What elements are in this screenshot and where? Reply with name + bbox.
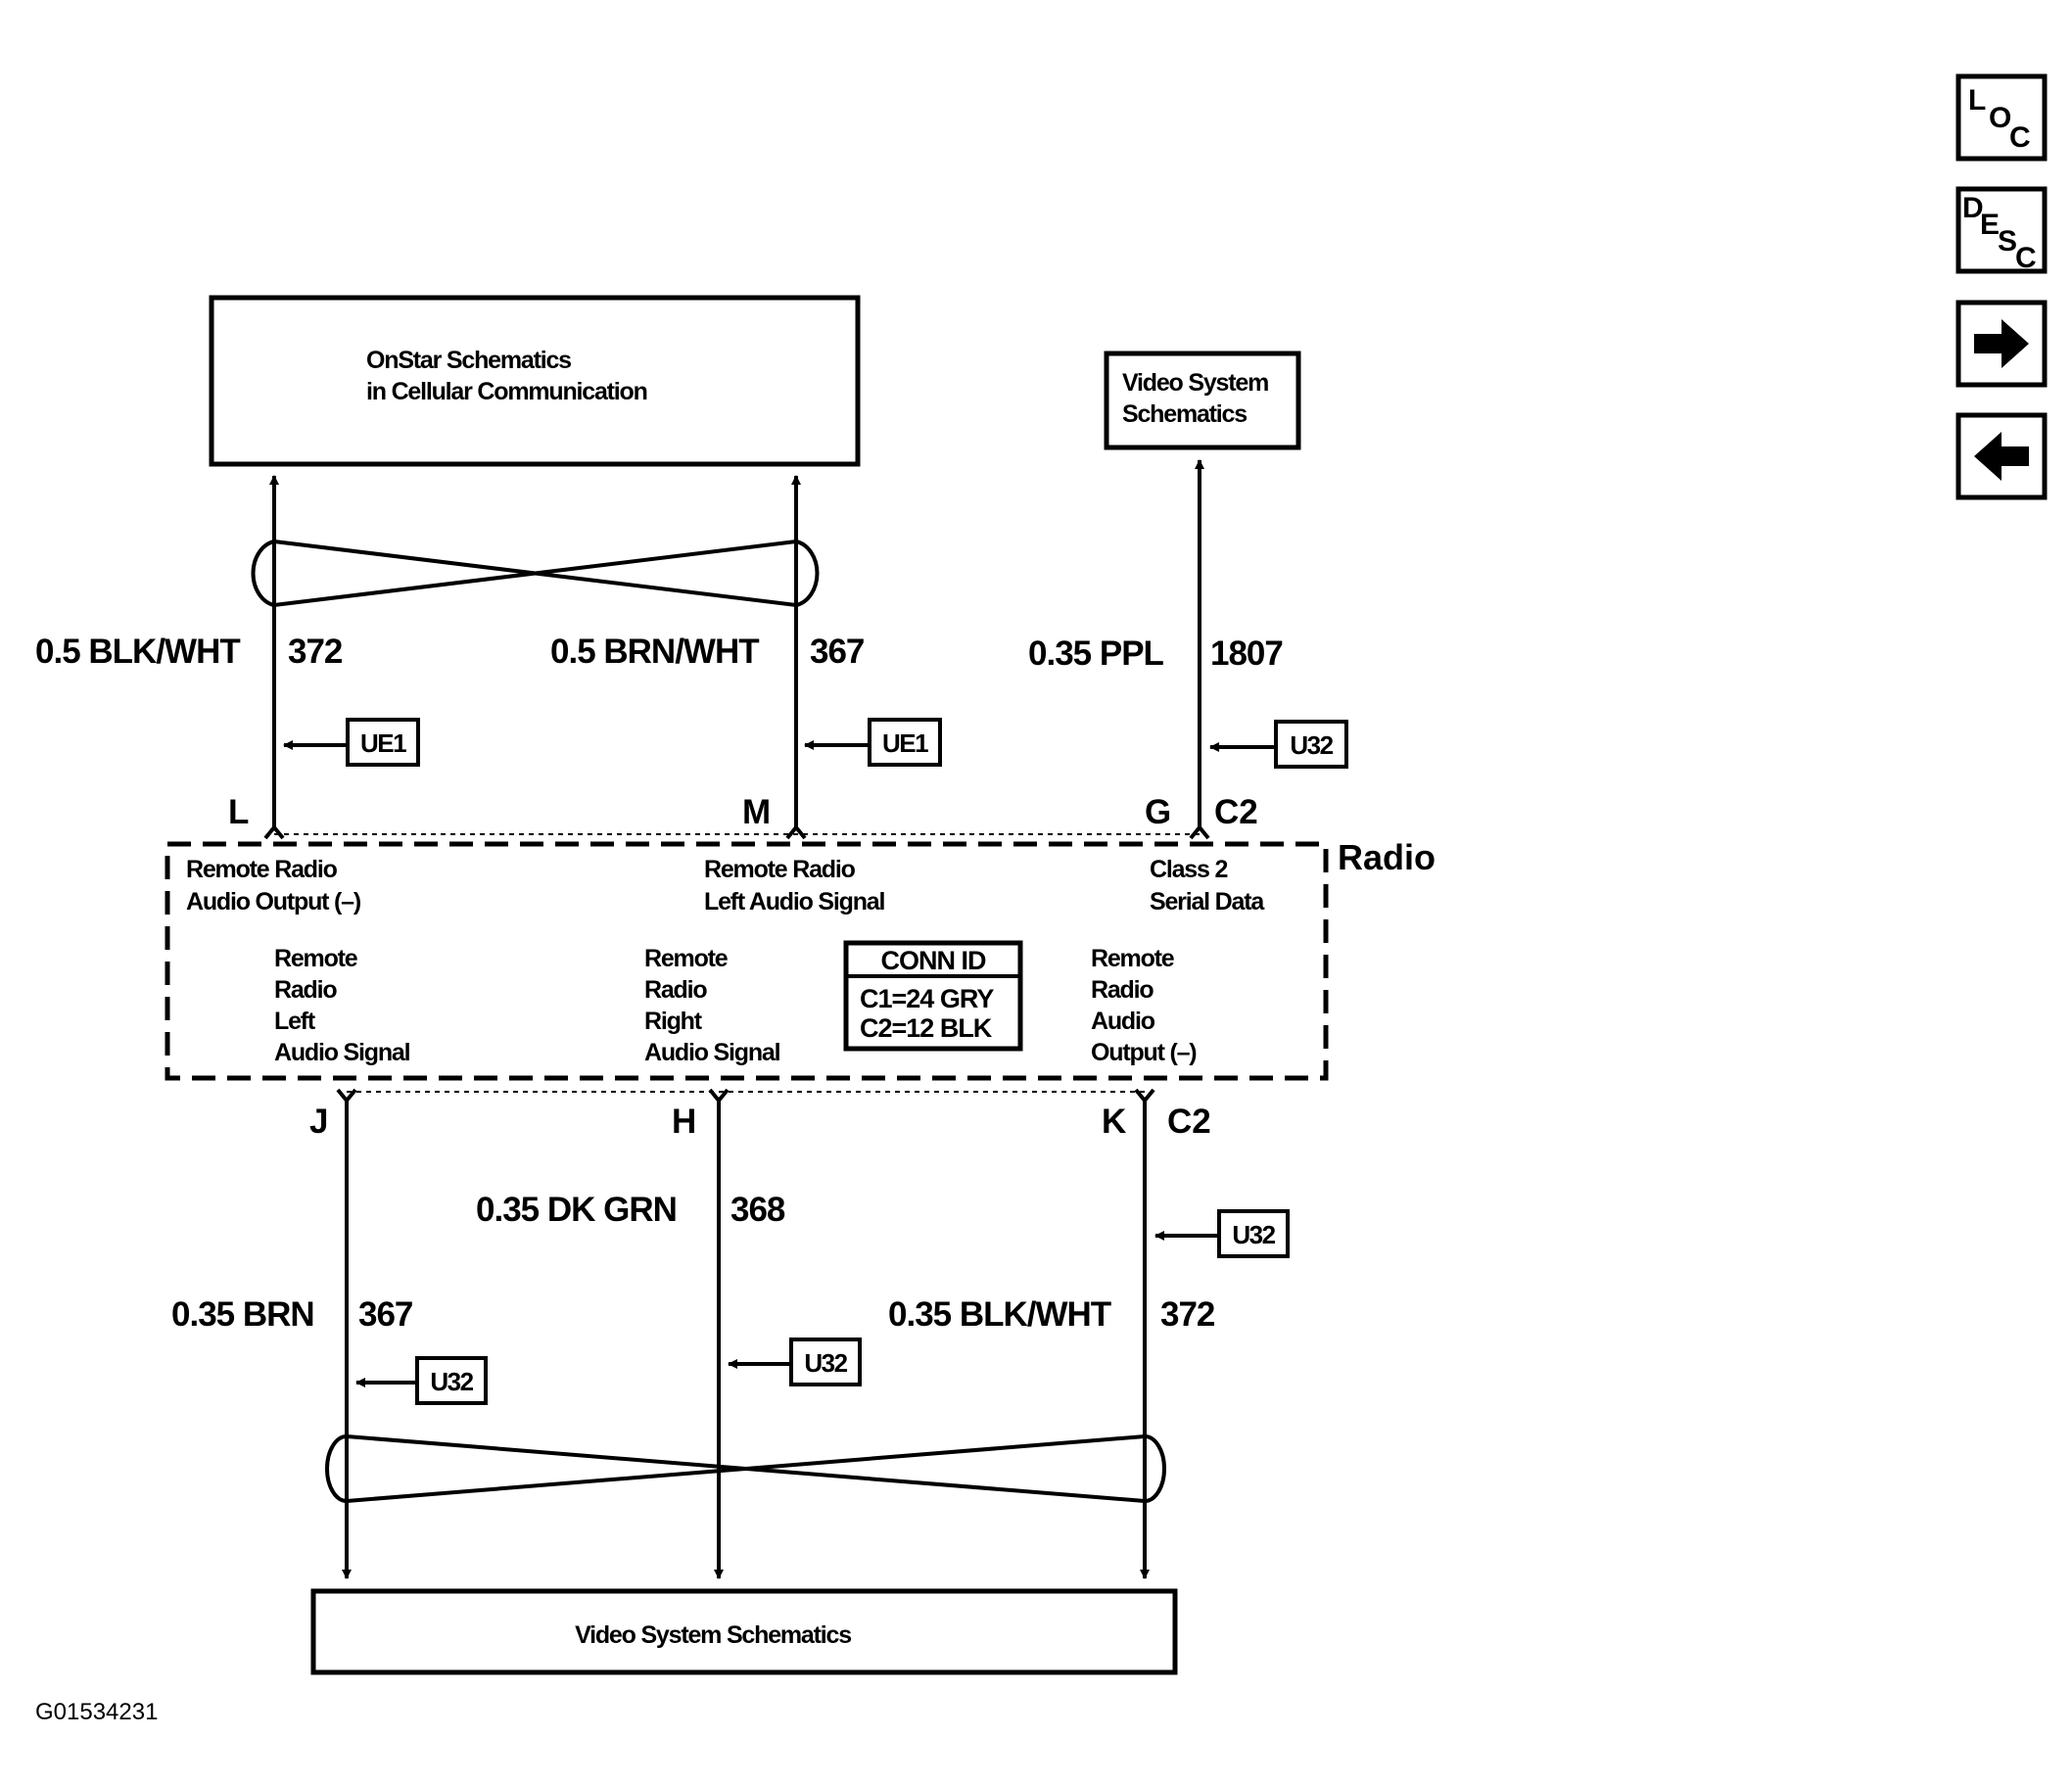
terminal-k-desc-4: Output (–) bbox=[1091, 1039, 1197, 1066]
terminal-k-desc-3: Audio bbox=[1091, 1008, 1155, 1035]
wire-372-top-gauge: 0.5 BLK/WHT bbox=[35, 633, 240, 671]
connector-c2-top: C2 bbox=[1214, 793, 1258, 831]
onstar-box: OnStar Schematics in Cellular Communicat… bbox=[209, 295, 861, 467]
terminal-h-desc-2: Radio bbox=[644, 976, 707, 1004]
right-arrow-icon bbox=[1974, 319, 2029, 368]
option-tag-u32-left-text: U32 bbox=[430, 1367, 473, 1396]
loc-letter-o: O bbox=[1989, 102, 2011, 134]
wire-367-bottom-gauge: 0.35 BRN bbox=[171, 1295, 314, 1334]
wire-1807-top-circuit: 1807 bbox=[1210, 634, 1283, 673]
option-tag-ue1-left-text: UE1 bbox=[360, 728, 406, 758]
option-tag-ue1-right-text: UE1 bbox=[882, 728, 928, 758]
prev-button[interactable] bbox=[1955, 412, 2048, 500]
terminal-j-desc-3: Left bbox=[274, 1008, 316, 1035]
option-tag-u32-left bbox=[415, 1356, 488, 1405]
pin-h: H bbox=[672, 1103, 696, 1141]
terminal-g bbox=[1189, 823, 1210, 840]
option-tag-ue1-right bbox=[868, 718, 942, 767]
video-box-top-line-1: Video System bbox=[1122, 369, 1268, 397]
desc-letter-c: C bbox=[2015, 242, 2037, 274]
conn-id-c2: C2=12 BLK bbox=[860, 1013, 993, 1043]
pin-m: M bbox=[742, 793, 771, 831]
loc-letter-c: C bbox=[2009, 121, 2031, 154]
next-button[interactable] bbox=[1955, 300, 2048, 388]
twisted-pair-top bbox=[251, 539, 820, 608]
loc-letter-l: L bbox=[1968, 84, 1986, 117]
terminal-m-desc-2: Left Audio Signal bbox=[704, 888, 884, 915]
desc-letter-e: E bbox=[1980, 209, 2000, 241]
top-wires bbox=[251, 459, 1210, 840]
option-tag-u32-top-text: U32 bbox=[1290, 730, 1333, 760]
pin-k: K bbox=[1102, 1103, 1126, 1141]
radio-label: Radio bbox=[1338, 837, 1436, 877]
twisted-pair-bottom bbox=[325, 1433, 1166, 1504]
terminal-k-desc-2: Radio bbox=[1091, 976, 1154, 1004]
terminal-k-desc-1: Remote bbox=[1091, 945, 1175, 972]
loc-button[interactable]: L O C bbox=[1955, 73, 2048, 162]
terminal-h-desc-4: Audio Signal bbox=[644, 1039, 780, 1066]
option-tag-u32-right-text: U32 bbox=[1232, 1220, 1275, 1249]
wire-372-bottom-circuit: 372 bbox=[1160, 1295, 1215, 1334]
option-tag-u32-right bbox=[1217, 1209, 1290, 1258]
terminal-g-desc-2: Serial Data bbox=[1150, 888, 1265, 915]
wire-372-top-circuit: 372 bbox=[288, 633, 343, 671]
video-system-box-top: Video System Schematics bbox=[1104, 351, 1301, 450]
connector-c2-bottom: C2 bbox=[1167, 1103, 1211, 1141]
wire-372-bottom-gauge: 0.35 BLK/WHT bbox=[888, 1295, 1111, 1334]
terminal-m bbox=[785, 823, 807, 840]
terminal-h-desc-3: Right bbox=[644, 1008, 703, 1035]
conn-id-title: CONN ID bbox=[881, 946, 987, 975]
video-box-top-line-2: Schematics bbox=[1122, 400, 1247, 428]
terminal-l-desc-2: Audio Output (–) bbox=[186, 888, 361, 915]
bottom-wires bbox=[325, 1088, 1166, 1579]
option-tag-u32-top bbox=[1274, 720, 1348, 769]
conn-id-table: CONN ID C1=24 GRY C2=12 BLK bbox=[843, 940, 1023, 1052]
terminal-j-desc-4: Audio Signal bbox=[274, 1039, 410, 1066]
video-system-box-bottom: Video System Schematics bbox=[310, 1588, 1178, 1675]
option-tags-bottom: U32 U32 U32 bbox=[355, 1209, 1290, 1405]
desc-letter-d: D bbox=[1962, 192, 1984, 224]
onstar-box-line-1: OnStar Schematics bbox=[366, 347, 571, 374]
desc-button[interactable]: D E S C bbox=[1955, 186, 2048, 274]
terminal-j-desc-2: Radio bbox=[274, 976, 337, 1004]
terminal-m-desc-1: Remote Radio bbox=[704, 856, 856, 883]
option-tag-ue1-left bbox=[346, 718, 420, 767]
conn-id-c1: C1=24 GRY bbox=[860, 984, 994, 1013]
wire-367-top-gauge: 0.5 BRN/WHT bbox=[550, 633, 759, 671]
wire-368-bottom-gauge: 0.35 DK GRN bbox=[476, 1191, 677, 1229]
terminal-g-desc-1: Class 2 bbox=[1150, 856, 1227, 883]
pin-j: J bbox=[309, 1103, 328, 1141]
option-tag-u32-middle bbox=[789, 1338, 862, 1386]
pin-g: G bbox=[1145, 793, 1171, 831]
figure-id: G01534231 bbox=[35, 1699, 158, 1725]
terminal-h-desc-1: Remote bbox=[644, 945, 729, 972]
video-box-bottom-text: Video System Schematics bbox=[575, 1621, 851, 1649]
desc-letter-s: S bbox=[1998, 225, 2017, 258]
onstar-box-line-2: in Cellular Communication bbox=[366, 378, 647, 405]
wire-1807-top-gauge: 0.35 PPL bbox=[1028, 634, 1164, 673]
terminal-l bbox=[263, 823, 285, 840]
terminal-l-desc-1: Remote Radio bbox=[186, 856, 338, 883]
wire-368-bottom-circuit: 368 bbox=[730, 1191, 785, 1229]
terminal-j-desc-1: Remote bbox=[274, 945, 358, 972]
option-tags-top: UE1 UE1 U32 bbox=[283, 718, 1348, 769]
wire-367-top-circuit: 367 bbox=[810, 633, 864, 671]
radio-component: Radio Remote Radio Audio Output (–) Remo… bbox=[165, 833, 1436, 1093]
wire-367-bottom-circuit: 367 bbox=[358, 1295, 412, 1334]
option-tag-u32-middle-text: U32 bbox=[804, 1348, 847, 1378]
left-arrow-icon bbox=[1974, 432, 2029, 481]
pin-l: L bbox=[228, 793, 249, 831]
